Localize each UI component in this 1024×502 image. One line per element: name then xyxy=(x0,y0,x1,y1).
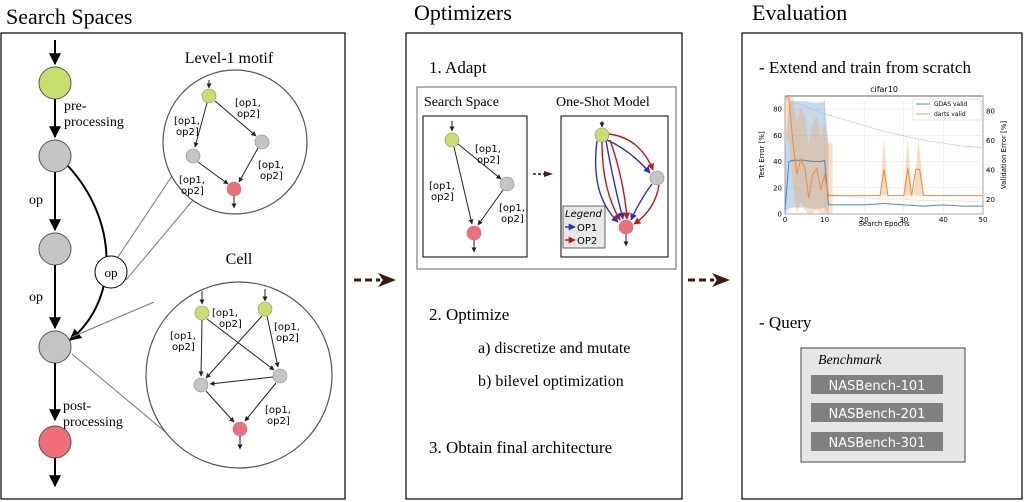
motif-edge-label: [op1, xyxy=(179,175,205,186)
x-tick-label: 0 xyxy=(783,216,787,224)
motif-edge-label: op2] xyxy=(181,186,204,197)
output-node xyxy=(38,425,72,459)
y-axis-label-right: Validation Error [%] xyxy=(1000,121,1008,189)
one-shot-subtitle: One-Shot Model xyxy=(556,95,650,110)
series-line-gdas-valid xyxy=(784,98,984,149)
motif-edge-label: [op1, xyxy=(174,116,200,127)
y-tick-label: 40 xyxy=(773,158,782,166)
cell-edge-label: op2] xyxy=(219,319,242,330)
ss-edge-label: op2] xyxy=(431,192,454,203)
step-optimize: 2. Optimize xyxy=(429,305,509,324)
ss-edge-label: op2] xyxy=(477,155,500,166)
step-optimize-b: b) bilevel optimization xyxy=(478,373,624,390)
cifar10-chart: cifar10 0 10 20 30 40 50 0 20 40 60 80 20 40 60 80 Sea… xyxy=(758,85,1008,228)
x-tick-label: 20 xyxy=(860,216,869,224)
x-axis-label: Search Epochs xyxy=(858,220,910,228)
motif-edge-label: op2] xyxy=(237,109,260,120)
nasbench-301-badge xyxy=(811,432,943,451)
step-adapt: 1. Adapt xyxy=(429,58,487,77)
pre-processing-label-2: processing xyxy=(64,115,124,130)
legend-darts: darts valid xyxy=(934,111,966,118)
flow-arrow-2 xyxy=(688,273,730,287)
y-tick-label-right: 60 xyxy=(986,137,995,145)
ss-edge-label: [op1, xyxy=(429,181,455,192)
series-line-darts-valid xyxy=(784,178,984,203)
nasbench-301-label: NASBench-301 xyxy=(829,436,926,451)
cell-edge-label: [op1, xyxy=(212,308,238,319)
motif-edge-label: op2] xyxy=(260,171,283,182)
post-processing-label-2: processing xyxy=(63,415,123,430)
motif-edge-label: op2] xyxy=(176,127,199,138)
step-optimize-a: a) discretize and mutate xyxy=(478,340,630,357)
confidence-band xyxy=(785,96,833,214)
op-circle xyxy=(94,255,128,289)
ss-edge-label: [op1, xyxy=(499,203,525,214)
x-tick-label: 50 xyxy=(979,216,988,224)
optimizers-panel: 1. Adapt Search Space [op1, op2] [op1, o… xyxy=(405,32,683,500)
y-tick-label: 0 xyxy=(778,211,782,219)
x-tick-label: 30 xyxy=(899,216,908,224)
nasbench-201-label: NASBench-201 xyxy=(829,407,926,422)
chart-title: cifar10 xyxy=(870,85,898,94)
legend-box: Legend OP1 OP2 xyxy=(562,205,606,249)
header-optimizers: Optimizers xyxy=(414,0,512,25)
cell-circle xyxy=(145,281,333,469)
search-space-box xyxy=(422,115,528,258)
cell-edge-label: op2] xyxy=(267,416,290,427)
confidence-band xyxy=(785,101,829,214)
motif-edge-label: [op1, xyxy=(258,160,284,171)
cell-node-1 xyxy=(38,139,72,173)
y-tick-label: 60 xyxy=(773,132,782,140)
motif-edge-label: [op1, xyxy=(235,98,261,109)
legend-title: Legend xyxy=(565,209,603,220)
y-tick-label-right: 20 xyxy=(986,196,995,204)
input-node xyxy=(38,66,72,100)
chart-legend: GDAS valid darts valid xyxy=(912,98,982,121)
cell-edge-label: [op1, xyxy=(265,405,291,416)
header-evaluation: Evaluation xyxy=(752,0,847,25)
cell-title: Cell xyxy=(226,251,253,268)
y-tick-label-right: 80 xyxy=(986,107,995,115)
one-shot-box xyxy=(560,115,669,258)
cell-node-2 xyxy=(38,232,72,266)
query-text: - Query xyxy=(759,313,812,332)
cell-edge-label: op2] xyxy=(276,333,299,344)
nasbench-101-badge xyxy=(811,375,943,394)
legend-gdas: GDAS valid xyxy=(934,101,968,108)
nasbench-101-label: NASBench-101 xyxy=(829,379,926,394)
nasbench-201-badge xyxy=(811,403,943,422)
cell-node-3 xyxy=(38,330,72,364)
cell-edge-label: op2] xyxy=(172,342,195,353)
header-search-spaces: Search Spaces xyxy=(6,4,132,29)
y-tick-label-right: 40 xyxy=(986,166,995,174)
level1-motif-title: Level-1 motif xyxy=(185,50,274,67)
y-tick-label: 20 xyxy=(773,184,782,192)
search-space-subtitle: Search Space xyxy=(424,95,499,110)
cell-edge-label: [op1, xyxy=(274,322,300,333)
legend-op1: OP1 xyxy=(577,223,597,234)
y-tick-label: 80 xyxy=(773,106,782,114)
flow-arrow-1 xyxy=(354,273,396,287)
op-label-b: op xyxy=(29,290,43,305)
ss-edge-label: op2] xyxy=(501,214,524,225)
benchmark-title: Benchmark xyxy=(818,353,883,368)
post-processing-label-1: post- xyxy=(63,399,91,414)
op-circle-label: op xyxy=(105,265,118,280)
extend-train-text: - Extend and train from scratch xyxy=(759,58,971,77)
x-tick-label: 10 xyxy=(820,216,829,224)
op-label-a: op xyxy=(29,193,43,208)
y-axis-label: Test Error [%] xyxy=(758,131,766,180)
cell-edge-label: [op1, xyxy=(170,331,196,342)
adapt-box xyxy=(416,86,677,270)
ss-edge-label: [op1, xyxy=(475,144,501,155)
level1-motif-circle xyxy=(162,69,308,215)
series-line-darts-test xyxy=(784,95,983,199)
legend-op2: OP2 xyxy=(577,236,597,247)
x-tick-label: 40 xyxy=(939,216,948,224)
evaluation-panel: - Extend and train from scratch cifar10 … xyxy=(741,32,1023,500)
search-spaces-panel: pre- processing op op post- processing o… xyxy=(0,32,346,500)
pre-processing-label-1: pre- xyxy=(64,99,87,114)
step-obtain: 3. Obtain final architecture xyxy=(429,438,612,457)
